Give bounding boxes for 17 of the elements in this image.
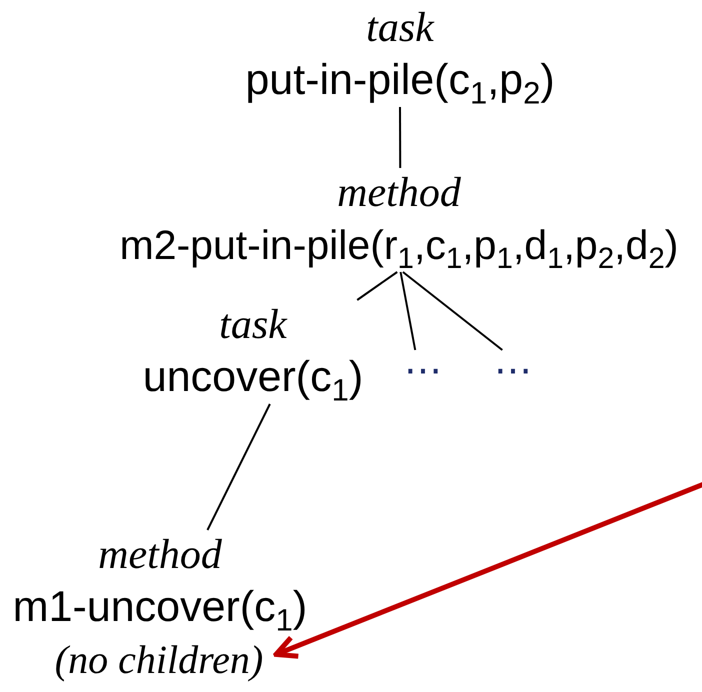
node-type-label: method	[337, 169, 461, 218]
term-label: put-in-pile(c$_{1}$,p$_{2}$)	[245, 55, 555, 107]
note-text: (no children)	[54, 637, 264, 683]
arrow	[274, 482, 702, 659]
tree-line	[402, 271, 503, 351]
tree-line	[206, 404, 271, 530]
ellipsis-text: ⋯	[494, 350, 532, 390]
node-type-label: method	[98, 531, 222, 580]
node-type-label: task	[366, 4, 434, 53]
ellipsis-text: ⋯	[404, 350, 442, 390]
tree-line	[400, 272, 416, 350]
term-label: uncover(c$_{1}$)	[142, 352, 364, 404]
term-label: m1-uncover(c$_{1}$)	[12, 582, 308, 634]
tree-line	[356, 271, 398, 301]
node-type-label: task	[219, 301, 287, 350]
tree-line	[399, 107, 402, 168]
term-label: m2-put-in-pile(r$_{1}$,c$_{1}$,p$_{1}$,d$_{1}$,p$_{2}$,d$_{2}$)	[120, 221, 678, 272]
